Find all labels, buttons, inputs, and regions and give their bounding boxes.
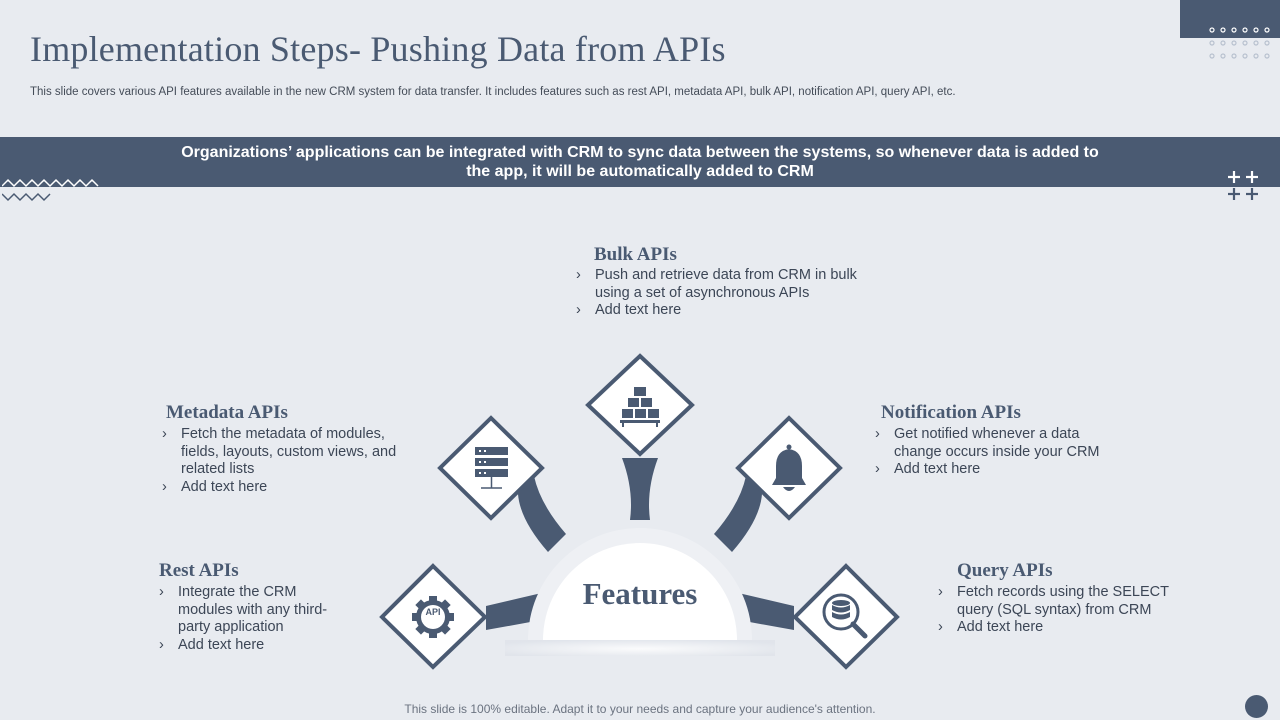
list-item: Fetch the metadata of modules, fields, l…	[162, 426, 407, 479]
corner-decoration	[1180, 0, 1280, 38]
center-dome	[543, 543, 737, 640]
list-item: Get notified whenever a data change occu…	[875, 426, 1120, 461]
center-features-label: Features	[582, 576, 698, 611]
list-item: Push and retrieve data from CRM in bulk …	[576, 267, 876, 302]
list-item: Add text here	[159, 637, 339, 655]
api-icon-label: API	[425, 607, 441, 617]
slide-nav-button[interactable]	[1245, 695, 1268, 718]
api-gear-icon	[412, 596, 454, 638]
database-search-icon	[822, 593, 868, 639]
rest-apis-title: Rest APIs	[159, 560, 239, 581]
server-icon	[475, 447, 508, 489]
bulk-apis-list: Push and retrieve data from CRM in bulk …	[576, 267, 876, 320]
bulk-apis-title: Bulk APIs	[594, 244, 677, 265]
list-item: Fetch records using the SELECT query (SQ…	[938, 584, 1188, 619]
dot-grid-decoration	[1209, 27, 1270, 59]
query-apis-title: Query APIs	[957, 560, 1053, 581]
notification-apis-title: Notification APIs	[881, 402, 1021, 423]
plus-decoration	[1228, 171, 1258, 200]
banner-text: Organizations’ applications can be integ…	[181, 144, 1099, 180]
rest-apis-list: Integrate the CRM modules with any third…	[159, 584, 339, 654]
slide-title: Implementation Steps- Pushing Data from …	[30, 29, 726, 69]
slide-subtitle: This slide covers various API features a…	[30, 86, 956, 98]
footer-note: This slide is 100% editable. Adapt it to…	[404, 702, 876, 716]
list-item: Integrate the CRM modules with any third…	[159, 584, 339, 637]
list-item: Add text here	[576, 302, 876, 320]
list-item: Add text here	[875, 461, 1120, 479]
boxes-stack-icon	[620, 387, 660, 427]
metadata-apis-title: Metadata APIs	[166, 402, 288, 423]
bulk-diamond	[585, 353, 695, 457]
bell-icon	[772, 444, 806, 491]
zigzag-decoration	[2, 178, 99, 202]
list-item: Add text here	[162, 479, 407, 497]
metadata-diamond	[437, 415, 545, 521]
key-message-banner: Organizations’ applications can be integ…	[0, 137, 1280, 187]
metadata-apis-list: Fetch the metadata of modules, fields, l…	[162, 426, 407, 496]
list-item: Add text here	[938, 619, 1188, 637]
query-apis-list: Fetch records using the SELECT query (SQ…	[938, 584, 1188, 637]
notification-apis-list: Get notified whenever a data change occu…	[875, 426, 1120, 479]
